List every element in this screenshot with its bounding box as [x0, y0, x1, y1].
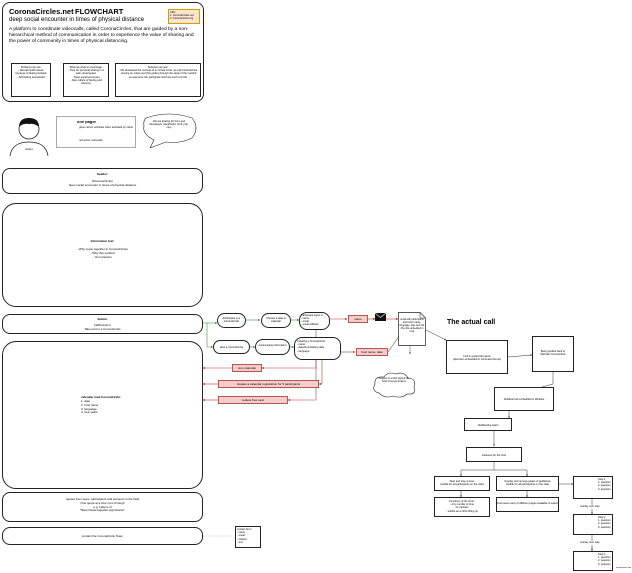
creates-registration-tag: creates a calendar registration for 5 pa…	[218, 380, 319, 388]
host-pages-box: Host sees many of different pages availa…	[496, 497, 559, 512]
project-title: CoronaCircles.net	[9, 7, 74, 16]
solutions-box: Solutions we see: - We developed the con…	[115, 63, 201, 97]
contact-text: contact the CoronaCircle Team	[81, 534, 124, 538]
info-title: Information text:	[90, 239, 115, 243]
speech-bubble-text: We are looking for front-end developers …	[149, 120, 189, 130]
quotes-section: quotes from team, participants and pione…	[2, 492, 203, 522]
legend-title: one pager	[77, 119, 97, 124]
timer-functions-box: Functions of the timer: - Any number of …	[434, 497, 490, 517]
speech-bubble-icon	[143, 113, 197, 148]
jitsi-embed-box: JitsiMeet link embedded in Website	[494, 387, 554, 411]
url-cloud-icon	[373, 372, 416, 398]
participant-signin-box: Participant signs in: - name - email - e…	[299, 312, 330, 330]
cron-calendar-tag: cron calendar	[232, 364, 262, 372]
legend-box: one pager green arrow: activities when a…	[56, 116, 136, 148]
step-2-box: Step 2 1. question 2. question 3. questi…	[573, 514, 613, 535]
project-header-card: CoronaCircles.net FLOWCHART deep social …	[2, 2, 204, 102]
encourage-box: What we want to encourage: - Time for pe…	[63, 63, 109, 97]
page-header-section: Header: #CoronaCircles deep social encou…	[2, 168, 203, 194]
visitor-label: visitor	[25, 147, 33, 151]
email-document-icon	[398, 312, 426, 346]
host-name-date-tag: host name, date	[356, 348, 388, 356]
contact-form-box: contact form: - name - email - subject -…	[235, 526, 261, 548]
guided-back-box: Being guided back to Website CoronaCircl…	[532, 336, 574, 372]
choose-date-box: Choose a date in calendar	[261, 313, 291, 328]
cta-lines: CallToAction: Take part in a CoronaCircl…	[84, 323, 121, 331]
calendar-list-section: calendar med CoronaCircle: 1. date 2. ho…	[2, 341, 203, 489]
step-3-box: Step 3 1. question 2. question 3. questi…	[573, 551, 613, 571]
reduce-seat-tag: reduce free seat	[218, 396, 288, 404]
page-header-lines: #CoronaCircles deep social encounter in …	[68, 179, 137, 187]
calendar-list-title: calendar med CoronaCircle:	[81, 395, 122, 399]
legend-green: green arrow: activities when activated b…	[79, 126, 134, 129]
encouraging-info-box: encouraging information	[255, 339, 290, 355]
participate-box: Participate in a CoronaCircle	[217, 313, 246, 328]
link-email-box: Link in email that opens (site been embe…	[446, 340, 508, 374]
overlay-next-2: overlay next step	[580, 541, 600, 545]
host-features-box: Features for the host	[466, 447, 522, 462]
email-document-text: email with participants and host's name,…	[399, 318, 425, 333]
overlay-next-1: overlay next step	[580, 505, 600, 509]
cta-title: Button	[97, 317, 108, 321]
name-tag: name	[348, 315, 368, 323]
step-1-box: Step 1 1. question 2. question 3. questi…	[573, 476, 613, 499]
email-envelope-icon	[375, 313, 386, 321]
contact-section[interactable]: contact the CoronaCircle Team	[2, 527, 203, 545]
info-lines: - Why come together in CoronaCircles - W…	[77, 247, 128, 259]
flowchart-label: FLOWCHART	[75, 7, 124, 16]
problems-box: Problems we see: - Mental health issues …	[11, 63, 51, 97]
meeting-starts-box: JitsiMeeting starts	[464, 418, 512, 431]
url-cloud-text: creation of a URL via link like https://…	[378, 377, 410, 383]
cta-button-section[interactable]: Button CallToAction: Take part in a Coro…	[2, 314, 203, 334]
information-text-section: Information text: - Why come together in…	[2, 203, 203, 307]
legend-red: red arrow: automatic	[79, 139, 103, 142]
page-header-title: Header:	[96, 172, 109, 176]
overlay-next-3: overlay next step	[616, 567, 632, 569]
creating-circle-box: Creating a CoronaCircle: - name - date/t…	[294, 337, 341, 360]
calendar-list-lines: 1. date 2. host name 3. language 4. free…	[81, 399, 99, 415]
host-box: Host a CoronaCircle	[213, 340, 250, 354]
url-note: URL: 1. CoronaCircles.net 2. Coronacircl…	[168, 9, 200, 24]
visitor-avatar-icon	[9, 118, 49, 156]
project-description: A platform to coordinate videocalls, cal…	[9, 27, 194, 44]
actual-call-title: The actual call	[447, 319, 496, 326]
project-subtitle: deep social encounter in times of physic…	[9, 17, 145, 23]
timer-box: Start and stop a timer (visible for all …	[434, 476, 490, 491]
quotes-text: quotes from team, participants and pione…	[65, 497, 140, 513]
overlay-box: Overlay and remove pages of guidelines (…	[496, 476, 559, 491]
